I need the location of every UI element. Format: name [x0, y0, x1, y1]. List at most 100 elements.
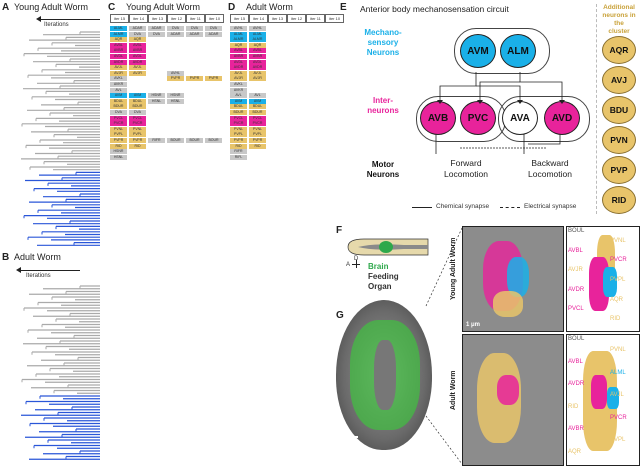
node-avm: AVM: [460, 34, 496, 68]
row-label-mechanosensory: Mechano- sensory Neurons: [364, 28, 402, 57]
iteration-header: iter 14: [129, 14, 148, 23]
neuron-cell: BDUL: [110, 98, 127, 104]
worm-head-diagram: [347, 238, 429, 256]
arrow-head-b: [16, 267, 21, 273]
iteration-header: iter 12: [287, 14, 306, 23]
neuron-cell: PVCL: [249, 115, 266, 121]
panel-c-title: Young Adult Worm: [126, 2, 201, 12]
neuron-cell: BOUR: [186, 138, 203, 143]
neuron-cell: BOUR: [205, 138, 222, 143]
trace-label: PVNL: [610, 237, 626, 244]
side-node-rid: RID: [602, 186, 636, 214]
axis-vertical: [356, 260, 357, 268]
neuron-cell: AVKR: [230, 87, 247, 93]
neuron-cell: AVL: [110, 87, 127, 93]
neuron-cell: BDUR: [110, 104, 127, 110]
panel-d-title: Adult Worm: [246, 2, 293, 12]
trace-young: [566, 226, 640, 332]
neuron-cell: PVPR: [129, 138, 146, 143]
trace-label: AVBL: [568, 247, 583, 254]
backward-group-outline: [498, 96, 590, 142]
seg-blue: [507, 257, 529, 297]
iteration-header: iter 11: [186, 14, 205, 23]
label-feeding: Feeding: [368, 272, 399, 281]
iterations-arrow-b: [20, 270, 80, 271]
neuron-cell: RID: [110, 143, 127, 149]
iteration-header: iter 14: [249, 14, 268, 23]
neuron-cell: HSNL: [167, 98, 184, 104]
pharynx: [374, 340, 396, 410]
row-label-interneurons: Inter- neurons: [367, 96, 399, 115]
neuron-cell: ALMR: [249, 37, 266, 43]
neuron-cell: ALML: [249, 31, 266, 37]
neuron-cell: RIFR: [148, 138, 165, 143]
iteration-header: iter 11: [306, 14, 325, 23]
axis-a: A: [346, 262, 351, 268]
neuron-cell: ALML: [110, 26, 127, 31]
seg-pink-a: [497, 375, 519, 405]
panel-b-arrow-label: Iterations: [26, 273, 51, 279]
neuron-cell: AVKL: [110, 76, 127, 82]
neuron-cell: PVCR: [110, 121, 127, 127]
neuron-cell: AVDR: [129, 59, 146, 65]
iteration-header: iter 13: [148, 14, 167, 23]
trace-label: RID: [568, 403, 579, 410]
trace-label: PVCL: [568, 306, 584, 313]
trace-label: AVDR: [568, 381, 585, 388]
neuron-cell: PVNL: [230, 126, 247, 132]
neuron-cell: AQR: [110, 37, 127, 43]
neuron-cell: PVPL: [110, 132, 127, 138]
panel-d-label: D: [228, 2, 236, 13]
neuron-cell: PVPL: [249, 132, 266, 138]
neuron-cell: BDUL: [129, 98, 146, 104]
forward-locomotion: Forward Locomotion: [444, 158, 488, 179]
neuron-cell: ADAR: [167, 31, 184, 37]
neuron-cell: ALML: [230, 31, 247, 37]
neuron-cell: AVDR: [249, 65, 266, 71]
trace-y-blue: [603, 267, 617, 297]
iterations-arrow: [40, 19, 100, 20]
neuron-cell: AVDL: [110, 54, 127, 59]
neuron-cell: PVNL: [249, 126, 266, 132]
trace-label: PVCR: [610, 257, 627, 264]
trace-label: RID: [610, 316, 621, 323]
panel-b-title: Adult Worm: [14, 252, 61, 262]
neuron-cell: AQR: [129, 37, 146, 43]
neuron-cell: AVJL: [110, 65, 127, 71]
node-alm: ALM: [500, 34, 536, 68]
neuron-cell: AVJR: [230, 76, 247, 82]
neuron-cell: ADAR: [205, 31, 222, 37]
neuron-cell: PVPL: [230, 132, 247, 138]
neuron-cell: AVBR: [129, 48, 146, 54]
neuron-cell: RIFR: [230, 149, 247, 155]
neuron-cell: AVDL: [129, 54, 146, 59]
iteration-header: iter 13: [268, 14, 287, 23]
neuron-cell: AVDL: [249, 59, 266, 65]
chemical-legend-line: [412, 207, 432, 208]
neuron-cell: ADAR: [129, 26, 146, 31]
neuron-cell: AVM: [249, 98, 266, 104]
neuron-cell: AVL: [249, 93, 266, 99]
arrow-head: [36, 16, 41, 22]
zoom-connectors: [425, 227, 463, 465]
neuron-cell: AVDR: [110, 59, 127, 65]
neuron-cell: HSNL: [110, 154, 127, 160]
neuron-cell: DVA: [129, 31, 146, 37]
em-adult-closeup: [462, 334, 564, 466]
neuron-cell: AVKL: [230, 82, 247, 87]
neuron-cell: RIFL: [230, 154, 247, 160]
neuron-cell: DVA: [148, 31, 165, 37]
seg-yellow: [493, 291, 523, 317]
neuron-cell: AVL: [230, 93, 247, 99]
neuron-cell: ALMR: [230, 37, 247, 43]
neuron-cell: AVHL: [167, 70, 184, 76]
trace-label: AVBL: [568, 358, 583, 365]
trace-a-pink: [591, 375, 607, 409]
panel-a-label: A: [2, 2, 10, 13]
neuron-cell: AVDL: [230, 59, 247, 65]
neuron-cell: PVPR: [205, 76, 222, 82]
iteration-header: iter 10: [325, 14, 344, 23]
neuron-cell: DVA: [110, 110, 127, 115]
neuron-cell: PVPL: [129, 132, 146, 138]
scale-bar-g: [340, 436, 358, 438]
